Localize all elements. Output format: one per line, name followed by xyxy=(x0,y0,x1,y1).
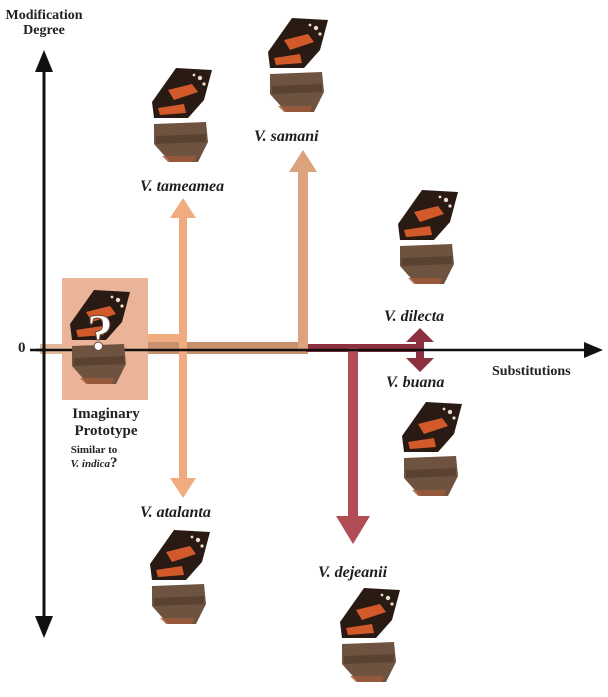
prototype-caption: Imaginary Prototype xyxy=(56,406,156,440)
x-axis-arrow xyxy=(584,342,603,358)
dejeanii-arrowhead xyxy=(336,516,370,544)
y-axis-title-line1: Modification xyxy=(4,8,84,23)
tameamea-butterfly-image xyxy=(152,68,212,162)
y-axis-title-line2: Degree xyxy=(4,23,84,38)
x-axis-title: Substitutions xyxy=(492,364,571,380)
samani-branch xyxy=(298,170,308,350)
atalanta-butterfly-image xyxy=(150,530,210,624)
trunk-branch xyxy=(148,342,308,354)
label-atalanta: V. atalanta xyxy=(140,504,211,522)
dilecta-butterfly-image xyxy=(398,190,458,284)
y-axis-arrow-down xyxy=(35,616,53,638)
label-dejeanii: V. dejeanii xyxy=(318,564,387,582)
tameamea-branch xyxy=(179,216,187,348)
prototype-note-line1: Similar to xyxy=(58,444,130,457)
label-buana: V. buana xyxy=(386,374,444,392)
prototype-note-line2-wrap: V. indica? xyxy=(58,457,130,471)
prototype-note-mark: ? xyxy=(110,455,118,471)
tameamea-arrowhead xyxy=(170,198,196,218)
buana-butterfly-image xyxy=(402,402,462,496)
prototype-caption-line1: Imaginary xyxy=(56,406,156,423)
prototype-caption-line2: Prototype xyxy=(56,423,156,440)
buana-arrowhead xyxy=(406,358,434,372)
label-tameamea: V. tameamea xyxy=(140,178,224,196)
dilecta-arrowhead xyxy=(406,328,434,342)
dejeanii-butterfly-image xyxy=(340,588,400,682)
label-samani: V. samani xyxy=(254,128,319,146)
samani-butterfly-image xyxy=(268,18,328,112)
origin-label: 0 xyxy=(18,340,26,357)
atalanta-branch xyxy=(179,348,187,480)
prototype-note: Similar to V. indica? xyxy=(58,444,130,471)
dejeanii-branch xyxy=(348,348,358,520)
label-dilecta: V. dilecta xyxy=(384,308,444,326)
prototype-note-line2: V. indica xyxy=(70,458,110,470)
atalanta-arrowhead xyxy=(170,478,196,498)
samani-arrowhead xyxy=(289,150,317,172)
y-axis-arrow-up xyxy=(35,50,53,72)
y-axis-title: Modification Degree xyxy=(4,8,84,38)
branch-hook xyxy=(148,334,184,342)
prototype-question-mark: ? xyxy=(87,305,113,362)
